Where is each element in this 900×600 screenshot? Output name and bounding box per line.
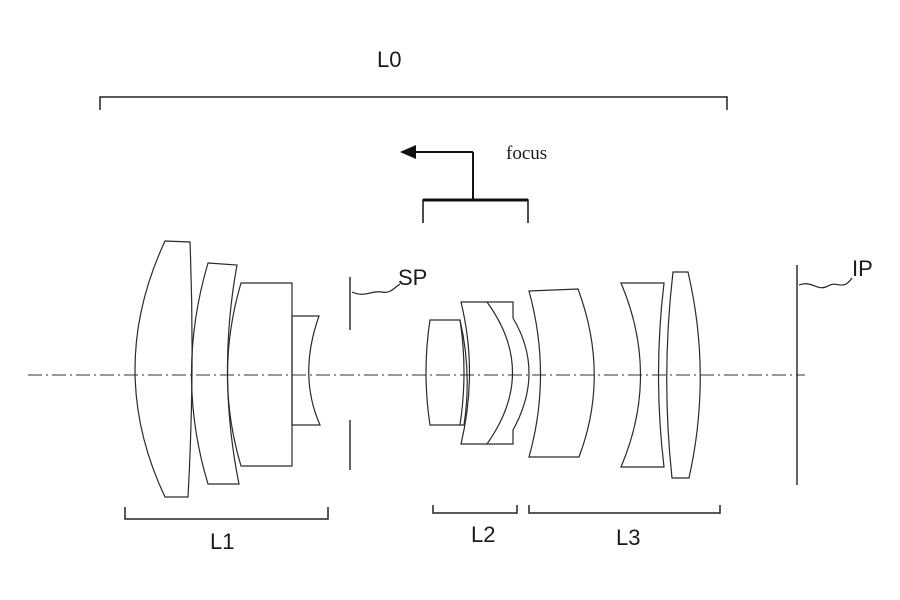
stop-label: SP bbox=[398, 265, 427, 290]
image-plane-label: IP bbox=[852, 256, 873, 281]
lens-9 bbox=[528, 288, 595, 458]
lens-11 bbox=[666, 271, 701, 479]
lens-7 bbox=[460, 301, 530, 445]
lens-10 bbox=[620, 282, 665, 468]
focus-indicator bbox=[400, 145, 529, 223]
overall-bracket bbox=[99, 96, 728, 110]
lens-group-3 bbox=[528, 271, 701, 479]
lens-8 bbox=[486, 301, 513, 445]
lens-group-1 bbox=[134, 240, 321, 498]
lens-group-2 bbox=[425, 301, 530, 445]
image-plane bbox=[796, 265, 853, 485]
group-1-bracket bbox=[124, 507, 329, 520]
lens-2 bbox=[190, 262, 240, 485]
lens-1 bbox=[134, 240, 193, 498]
aperture-stop bbox=[349, 277, 401, 470]
focus-arrow-icon bbox=[400, 145, 416, 159]
group-3-label: L3 bbox=[616, 525, 640, 550]
overall-label: L0 bbox=[377, 47, 401, 72]
group-2-bracket bbox=[432, 505, 518, 514]
group-1-label: L1 bbox=[210, 529, 234, 554]
group-2-label: L2 bbox=[471, 522, 495, 547]
lens-5 bbox=[425, 319, 468, 426]
lens-6 bbox=[459, 319, 465, 426]
lens-4 bbox=[291, 315, 321, 426]
focus-label: focus bbox=[506, 143, 547, 164]
group-3-bracket bbox=[528, 505, 721, 514]
lens-3 bbox=[226, 282, 293, 467]
